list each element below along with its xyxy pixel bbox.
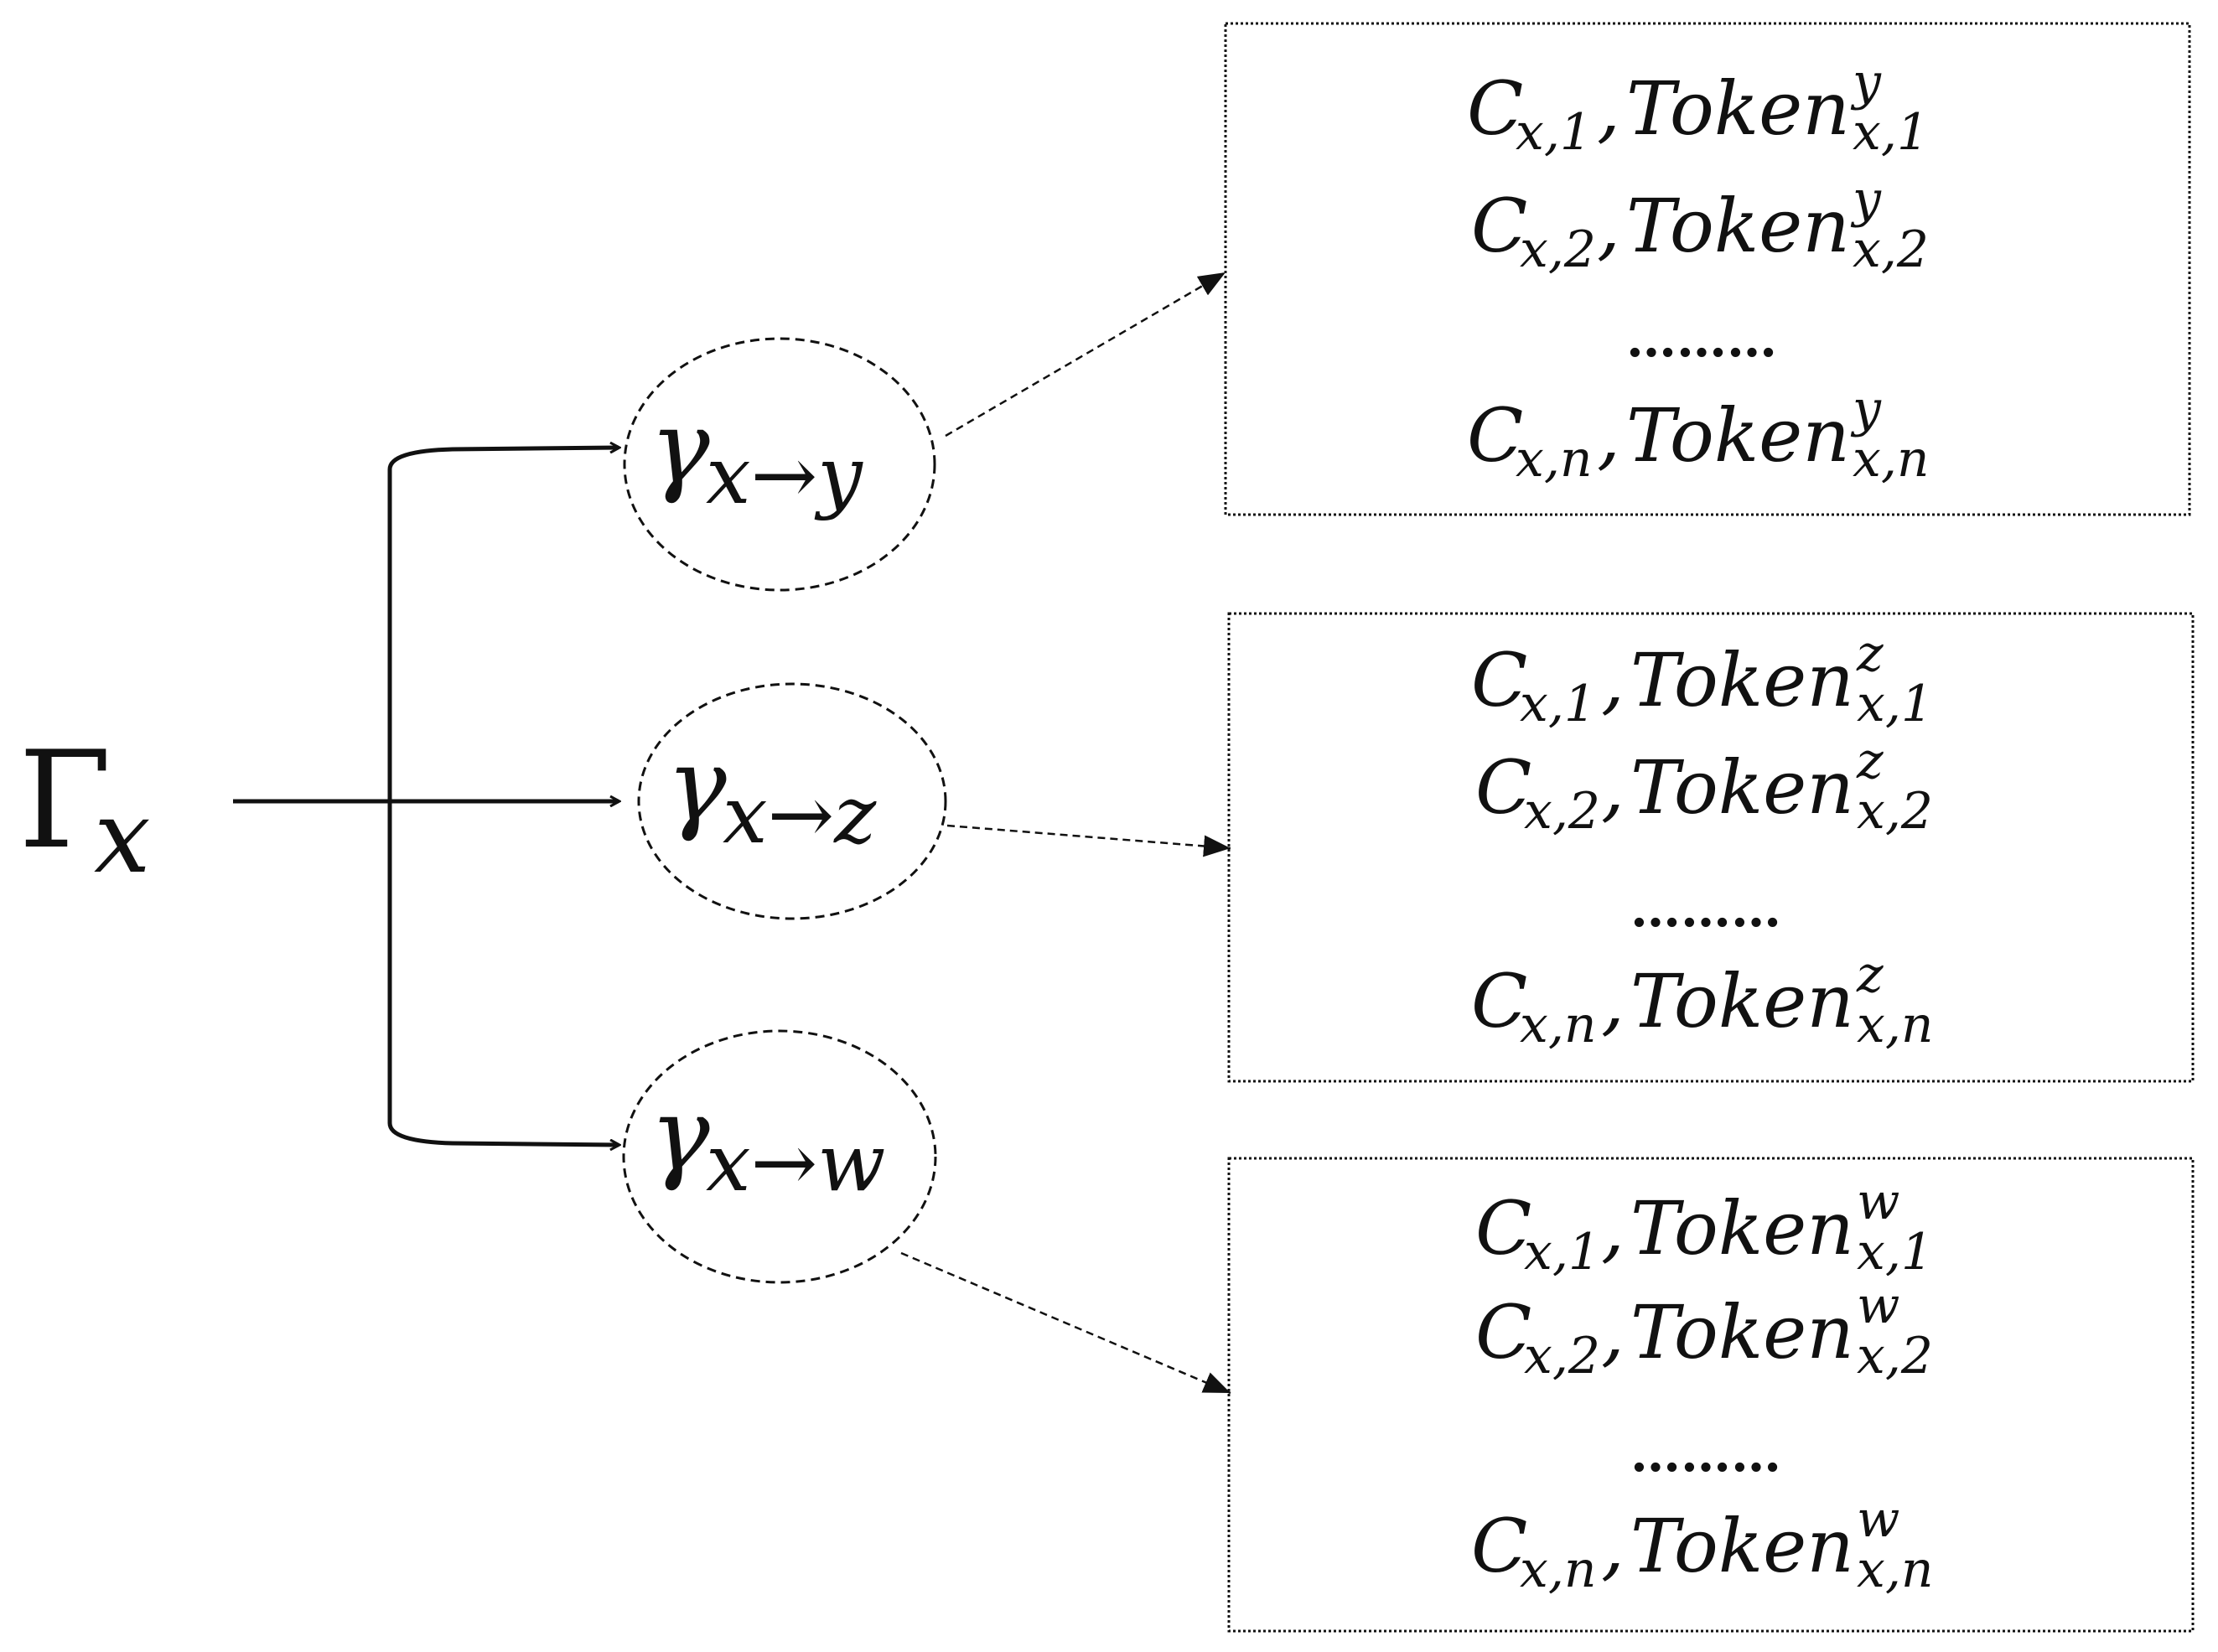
c-subscript: x,1 xyxy=(1524,1223,1600,1282)
box-border xyxy=(1227,612,2195,1083)
token-subscript: x,2 xyxy=(1857,782,1933,841)
c-symbol: C xyxy=(1471,637,1527,723)
source-subscript: x xyxy=(94,779,151,896)
c-symbol: C xyxy=(1475,1185,1531,1271)
separator: , xyxy=(1601,1185,1625,1271)
separator: , xyxy=(1601,958,1625,1044)
token-subscript: x,1 xyxy=(1853,103,1929,162)
token-subscript: x,1 xyxy=(1857,675,1933,733)
gamma-node-xw: γ x→w xyxy=(622,1029,937,1284)
token-subscript: x,2 xyxy=(1853,220,1929,279)
token-superscript: w xyxy=(1857,1490,1899,1549)
token-word: Token xyxy=(1630,1503,1854,1589)
gamma-symbol: γ xyxy=(666,728,727,844)
box-border xyxy=(1227,1157,2195,1633)
box-row: C x,n , Token w x,n xyxy=(1471,1490,1934,1599)
dashed-arrow-xy xyxy=(945,271,1226,438)
separator: , xyxy=(1597,65,1620,152)
gamma-node-xz: γ x→z xyxy=(637,682,947,920)
node-ellipse xyxy=(622,1029,937,1284)
token-subscript: x,2 xyxy=(1857,1327,1933,1385)
gamma-subscript: x→z xyxy=(723,769,877,862)
token-superscript: y xyxy=(1850,170,1882,229)
token-box-z: C x,1 , Token z x,1 C x,2 , Token z x,2 … xyxy=(1227,612,2195,1083)
c-subscript: x,1 xyxy=(1516,103,1592,162)
dashed-arrow-xz xyxy=(946,824,1231,857)
c-symbol: C xyxy=(1467,392,1523,479)
branch-arrow-top xyxy=(387,448,619,470)
token-box-w: C x,1 , Token w x,1 C x,2 , Token w x,2 … xyxy=(1227,1157,2195,1633)
dashed-connectors xyxy=(900,271,1231,1395)
token-superscript: z xyxy=(1856,732,1884,790)
c-subscript: x,n xyxy=(1520,1541,1597,1599)
c-symbol: C xyxy=(1471,1503,1527,1589)
ellipsis: ……… xyxy=(1630,1425,1781,1484)
box-row: C x,2 , Token w x,2 xyxy=(1475,1277,1933,1385)
box-row: C x,1 , Token y x,1 xyxy=(1467,53,1929,162)
gamma-symbol: γ xyxy=(650,1077,710,1194)
box-row: C x,n , Token z x,n xyxy=(1471,945,1934,1054)
node-ellipse xyxy=(637,682,947,920)
token-superscript: w xyxy=(1857,1277,1899,1335)
token-superscript: y xyxy=(1850,53,1882,111)
c-subscript: x,n xyxy=(1520,996,1597,1054)
c-subscript: x,n xyxy=(1516,430,1593,489)
box-row: C x,2 , Token z x,2 xyxy=(1475,732,1933,841)
c-subscript: x,2 xyxy=(1524,1327,1600,1385)
c-symbol: C xyxy=(1475,1289,1531,1375)
token-word: Token xyxy=(1630,1289,1854,1375)
box-row: C x,1 , Token z x,1 xyxy=(1471,624,1933,733)
separator: , xyxy=(1601,1289,1625,1375)
gamma-subscript: x→w xyxy=(706,1117,886,1209)
token-subscript: x,n xyxy=(1857,1541,1934,1599)
branch-connectors xyxy=(233,448,619,1145)
ellipsis: ……… xyxy=(1630,880,1781,939)
source-symbol: Γ x xyxy=(18,722,151,896)
token-subscript: x,n xyxy=(1857,996,1934,1054)
c-subscript: x,2 xyxy=(1524,782,1600,841)
separator: , xyxy=(1597,392,1620,479)
token-superscript: w xyxy=(1857,1173,1899,1231)
token-word: Token xyxy=(1630,637,1854,723)
token-word: Token xyxy=(1630,744,1854,831)
token-subscript: x,1 xyxy=(1857,1223,1933,1282)
token-box-y: C x,1 , Token y x,1 C x,2 , Token y x,2 … xyxy=(1224,22,2191,516)
dashed-arrow-xw xyxy=(900,1251,1231,1395)
c-symbol: C xyxy=(1471,958,1527,1044)
token-word: Token xyxy=(1626,392,1850,479)
token-word: Token xyxy=(1626,65,1850,152)
c-symbol: C xyxy=(1467,65,1523,152)
c-symbol: C xyxy=(1471,183,1527,269)
gamma-subscript: x→y xyxy=(706,430,863,522)
c-subscript: x,1 xyxy=(1520,675,1596,733)
branch-arrow-bottom xyxy=(387,1122,619,1145)
source-base: Γ xyxy=(18,722,111,878)
token-word: Token xyxy=(1626,183,1850,269)
node-ellipse xyxy=(623,337,936,592)
separator: , xyxy=(1601,637,1625,723)
gamma-node-xy: γ x→y xyxy=(623,337,936,592)
token-word: Token xyxy=(1630,1185,1854,1271)
token-superscript: y xyxy=(1850,380,1882,438)
ellipsis: ……… xyxy=(1626,310,1777,369)
c-symbol: C xyxy=(1475,744,1531,831)
token-word: Token xyxy=(1630,958,1854,1044)
gamma-symbol: γ xyxy=(650,390,710,506)
token-superscript: z xyxy=(1856,945,1884,1004)
box-row: C x,1 , Token w x,1 xyxy=(1475,1173,1933,1282)
separator: , xyxy=(1601,744,1625,831)
separator: , xyxy=(1601,1503,1625,1589)
token-subscript: x,n xyxy=(1853,430,1930,489)
separator: , xyxy=(1597,183,1620,269)
c-subscript: x,2 xyxy=(1520,220,1596,279)
box-row: C x,2 , Token y x,2 xyxy=(1471,170,1929,279)
box-border xyxy=(1224,22,2191,516)
box-row: C x,n , Token y x,n xyxy=(1467,380,1930,489)
token-superscript: z xyxy=(1856,624,1884,683)
